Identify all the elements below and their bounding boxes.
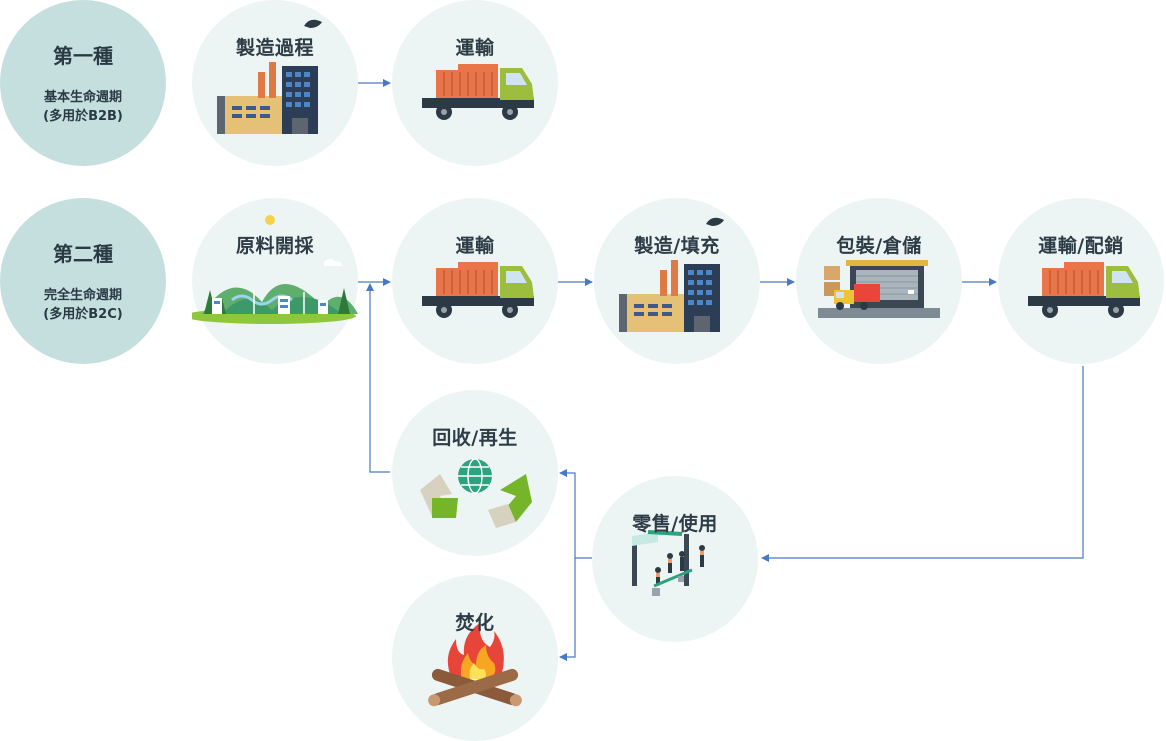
factory-icon — [619, 217, 724, 332]
stage-manufacturing-process: 製造過程 — [192, 0, 358, 166]
stage-raw-material-extraction: 原料開採 — [192, 198, 358, 364]
row-title: 第二種 — [53, 242, 113, 266]
stage-label: 零售/使用 — [632, 513, 718, 535]
stage-label: 焚化 — [455, 612, 495, 634]
stage-transport-distribution: 運輸/配銷 — [998, 198, 1164, 364]
arrow-distribution-to-retail — [761, 366, 1084, 562]
stage-manufacturing-filling: 製造/填充 — [594, 198, 760, 364]
stage-label: 原料開採 — [235, 235, 314, 257]
stage-transport-basic: 運輸 — [392, 0, 558, 166]
stage-label: 製造/填充 — [634, 235, 720, 257]
stage-transport: 運輸 — [392, 198, 558, 364]
stage-retail-use: 零售/使用 — [592, 476, 758, 642]
row-subtitle: 完全生命週期 (多用於B2C) — [43, 288, 123, 322]
row-header-basic: 第一種 基本生命週期 (多用於B2B) — [0, 0, 166, 166]
stage-label: 運輸/配銷 — [1038, 235, 1124, 257]
truck-icon — [1028, 262, 1140, 318]
stage-label: 運輸 — [455, 37, 495, 59]
arrow-retail-to-recycle — [559, 469, 592, 559]
arrow-retail-to-incinerate — [559, 558, 576, 661]
row-header-full: 第二種 完全生命週期 (多用於B2C) — [0, 198, 166, 364]
truck-icon — [422, 262, 534, 318]
arrow-recycle-to-extraction — [366, 283, 390, 473]
truck-icon — [422, 64, 534, 120]
row-subtitle: 基本生命週期 (多用於B2B) — [43, 90, 123, 124]
stage-label: 回收/再生 — [432, 427, 518, 449]
stage-label: 運輸 — [455, 235, 495, 257]
recycle-icon — [420, 458, 532, 528]
stage-recycling: 回收/再生 — [392, 390, 558, 556]
retail-icon — [632, 530, 705, 596]
stage-incineration: 焚化 — [392, 575, 558, 741]
fire-icon — [428, 623, 522, 707]
row-title: 第一種 — [53, 44, 113, 68]
stage-label: 製造過程 — [235, 37, 314, 59]
landscape-icon — [192, 215, 358, 324]
warehouse-icon — [818, 260, 940, 318]
stage-packaging-warehousing: 包裝/倉儲 — [796, 198, 962, 364]
factory-icon — [217, 19, 322, 134]
stage-label: 包裝/倉儲 — [836, 235, 922, 257]
